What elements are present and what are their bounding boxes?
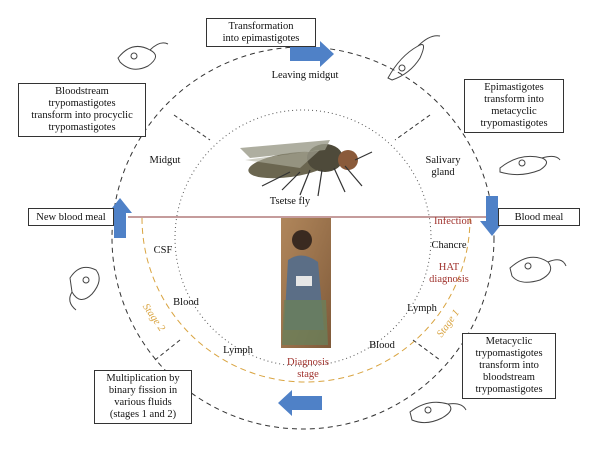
new-blood-meal-box: New blood meal	[28, 208, 114, 226]
hat-line-1: HAT	[438, 262, 460, 273]
blood-meal-text: Blood meal	[514, 212, 564, 223]
transformation-line-2: into epimastigotes	[222, 33, 300, 44]
csf-label: CSF	[153, 245, 173, 256]
trypanosome-left-icon	[69, 266, 100, 311]
hat-diagnosis-label: HAT diagnosis	[424, 262, 474, 286]
multiplication-line-4: (stages 1 and 2)	[109, 409, 177, 420]
epimastigotes-line-1: Epimastigotes	[484, 82, 544, 93]
radial-line-lower-right	[412, 339, 441, 361]
tsetse-fly-icon	[240, 140, 373, 197]
trypanosome-top-left-icon	[117, 42, 169, 70]
arrow-left-icon	[278, 390, 322, 416]
arrow-up-icon	[108, 198, 132, 238]
tsetse-fly-label: Tsetse fly	[269, 196, 311, 207]
bloodstream-line-4: trypomastigotes	[48, 122, 116, 133]
inner-dotted-circle	[174, 109, 432, 367]
chancre-label: Chancre	[431, 240, 467, 251]
radial-line-lower-left	[154, 339, 181, 361]
multiplication-line-2: binary fission in	[108, 385, 178, 396]
hat-line-2: diagnosis	[429, 274, 469, 285]
trypanosome-right-lower-icon	[509, 256, 567, 283]
epimastigotes-line-4: trypomastigotes	[480, 118, 548, 129]
bloodstream-line-3: transform into procyclic	[31, 110, 133, 121]
radial-line-upper-right	[394, 114, 431, 141]
diagnosis-stage-label: Diagnosis stage	[278, 357, 338, 381]
blood-meal-box: Blood meal	[498, 208, 580, 226]
outer-cycle-circle	[111, 46, 495, 430]
infection-label: Infection	[434, 216, 472, 227]
transformation-line-1: Transformation	[228, 21, 294, 32]
trypanosome-bottom-icon	[409, 401, 467, 424]
blood-left-label: Blood	[173, 297, 199, 308]
metacyclic-line-2: trypomastigotes	[475, 348, 543, 359]
trypanosome-top-right-icon	[387, 35, 441, 81]
metacyclic-box: Metacyclic trypomastigotes transform int…	[462, 333, 556, 399]
new-blood-meal-text: New blood meal	[36, 212, 106, 223]
leaving-midgut-label: Leaving midgut	[271, 70, 339, 81]
multiplication-box: Multiplication by binary fission in vari…	[94, 370, 192, 424]
diagnosis-line-2: stage	[297, 369, 319, 380]
trypanosome-right-upper-icon	[499, 155, 561, 176]
arrow-down-icon	[480, 196, 504, 236]
bloodstream-box: Bloodstream trypomastigotes transform in…	[18, 83, 146, 137]
radial-line-upper-left	[173, 114, 211, 141]
epimastigotes-line-3: metacyclic	[491, 106, 537, 117]
epimastigotes-box: Epimastigotes transform into metacyclic …	[464, 79, 564, 133]
lymph-right-label: Lymph	[407, 303, 437, 314]
arrow-right-icon	[290, 41, 334, 67]
epimastigotes-line-2: transform into	[484, 94, 544, 105]
metacyclic-line-4: bloodstream	[483, 372, 535, 383]
multiplication-line-3: various fluids	[114, 397, 172, 408]
metacyclic-line-3: transform into	[479, 360, 539, 371]
salivary-line-2: gland	[431, 167, 455, 178]
patient-photo	[281, 218, 331, 348]
bloodstream-line-2: trypomastigotes	[48, 98, 116, 109]
transformation-box: Transformation into epimastigotes	[206, 18, 316, 47]
salivary-line-1: Salivary	[425, 155, 461, 166]
metacyclic-line-5: trypomastigotes	[475, 384, 543, 395]
blood-right-label: Blood	[369, 340, 395, 351]
midgut-label: Midgut	[149, 155, 181, 166]
multiplication-line-1: Multiplication by	[106, 373, 180, 384]
diagnosis-line-1: Diagnosis	[287, 357, 329, 368]
salivary-gland-label: Salivary gland	[418, 155, 468, 179]
bloodstream-line-1: Bloodstream	[55, 86, 109, 97]
lymph-left-label: Lymph	[223, 345, 253, 356]
metacyclic-line-1: Metacyclic	[485, 336, 533, 347]
